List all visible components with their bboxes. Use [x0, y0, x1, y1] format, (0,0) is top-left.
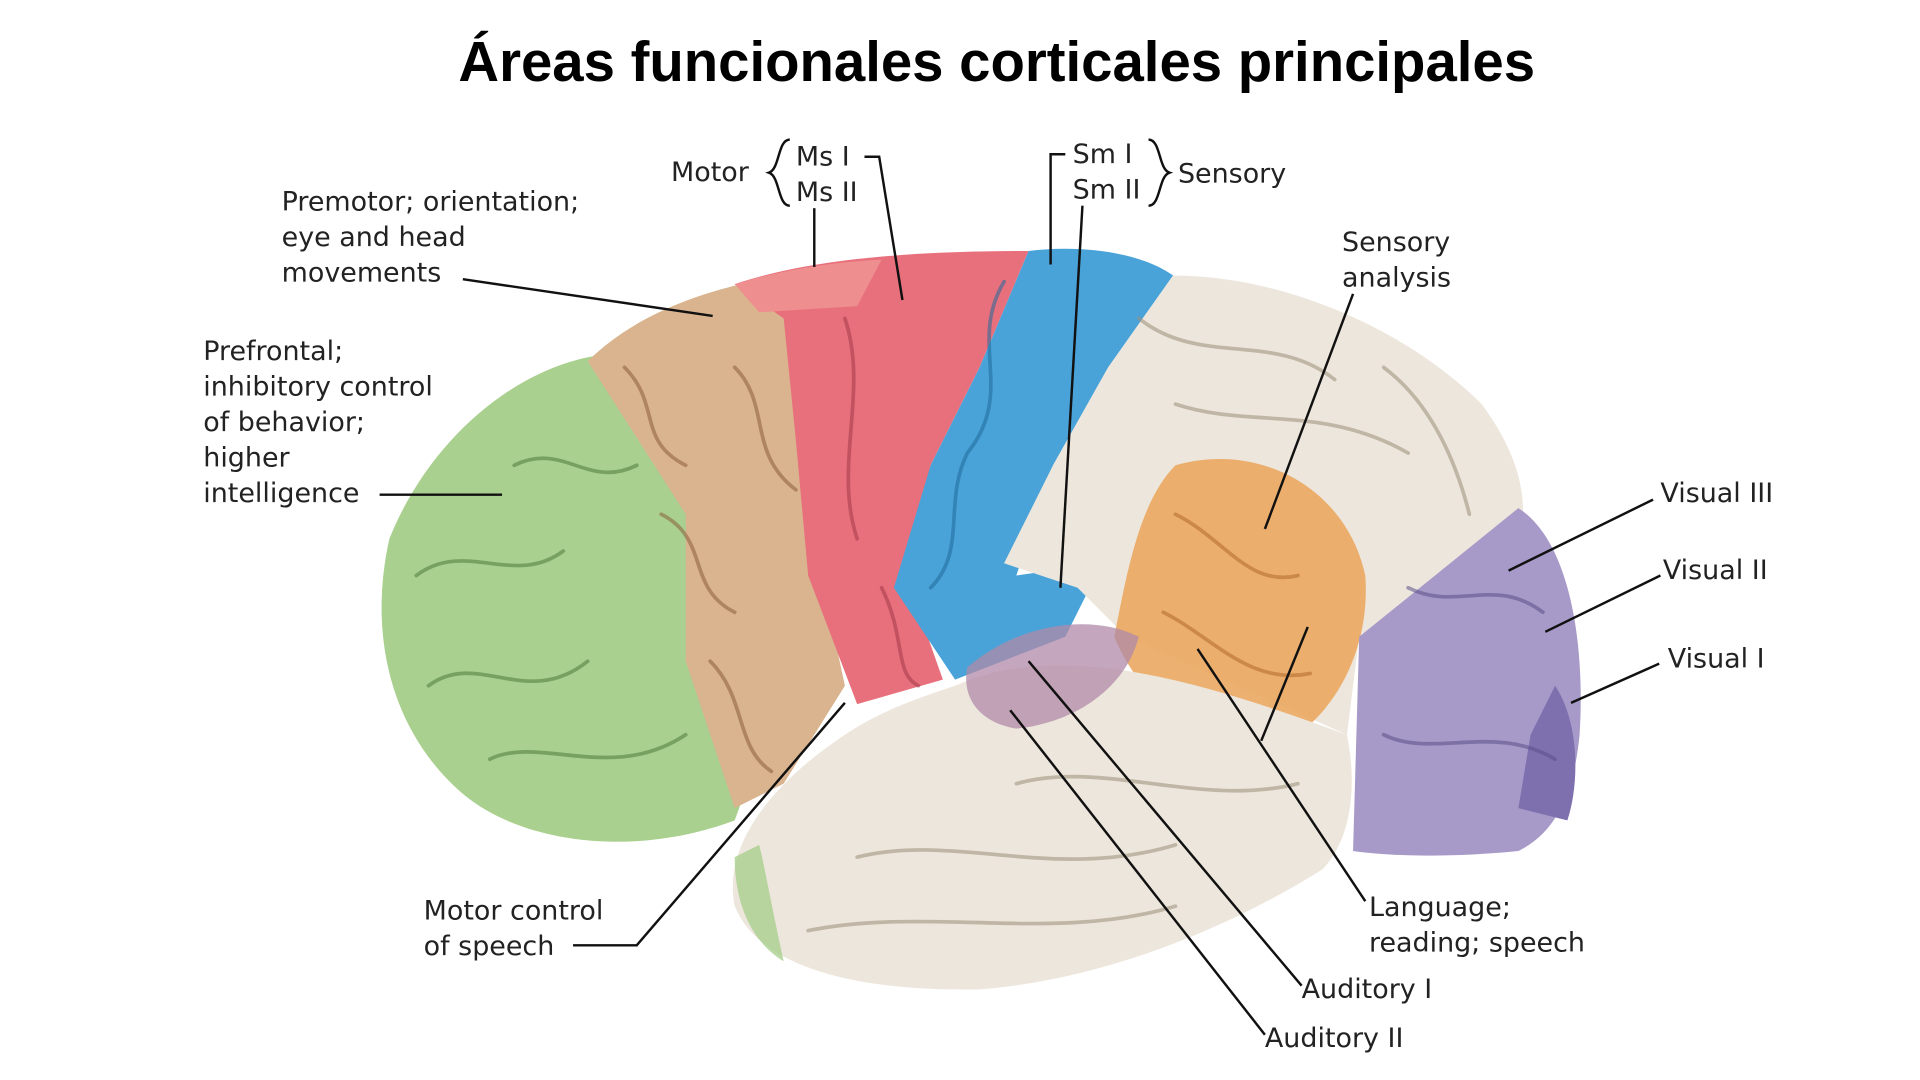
label-ms1: Ms I	[796, 141, 850, 172]
visual-region	[1353, 508, 1581, 856]
label-sensory-analysis: Sensory	[1342, 227, 1450, 258]
auditory-region	[966, 624, 1139, 729]
sensory-region	[893, 248, 1174, 680]
label-language: Language;	[1369, 892, 1511, 923]
label-language: reading; speech	[1369, 927, 1585, 958]
label-motor: Motor	[671, 157, 750, 188]
label-motor-speech: of speech	[424, 931, 555, 962]
label-ms2: Ms II	[796, 177, 858, 208]
label-premotor: movements	[282, 258, 442, 289]
brain-illustration	[381, 248, 1581, 990]
label-prefrontal: inhibitory control	[203, 372, 433, 403]
leader-lines	[379, 138, 1661, 1036]
sensory-analysis-region	[1114, 459, 1366, 754]
label-prefrontal: of behavior;	[203, 407, 365, 438]
page-title: Áreas funcionales corticales principales	[458, 30, 1535, 93]
label-auditory-1: Auditory I	[1302, 974, 1433, 1005]
label-sm2: Sm II	[1073, 174, 1141, 205]
label-premotor: eye and head	[282, 222, 466, 253]
label-prefrontal: intelligence	[203, 478, 359, 509]
label-prefrontal: Prefrontal;	[203, 336, 343, 367]
label-visual-2: Visual II	[1663, 555, 1768, 586]
label-premotor: Premotor; orientation;	[282, 187, 580, 218]
temporal-region	[732, 665, 1352, 990]
label-sensory: Sensory	[1178, 158, 1286, 189]
label-visual-1: Visual I	[1668, 643, 1765, 674]
motor-region	[734, 251, 1029, 705]
label-sm1: Sm I	[1073, 139, 1133, 170]
label-prefrontal: higher	[203, 443, 290, 474]
label-visual-3: Visual III	[1660, 478, 1773, 509]
label-auditory-2: Auditory II	[1265, 1023, 1404, 1054]
label-motor-speech: Motor control	[424, 896, 604, 927]
label-sensory-analysis: analysis	[1342, 263, 1451, 294]
labels: Motor Ms I Ms II Sm I Sm II Sensory Prem…	[203, 139, 1773, 1054]
premotor-region	[587, 275, 858, 809]
